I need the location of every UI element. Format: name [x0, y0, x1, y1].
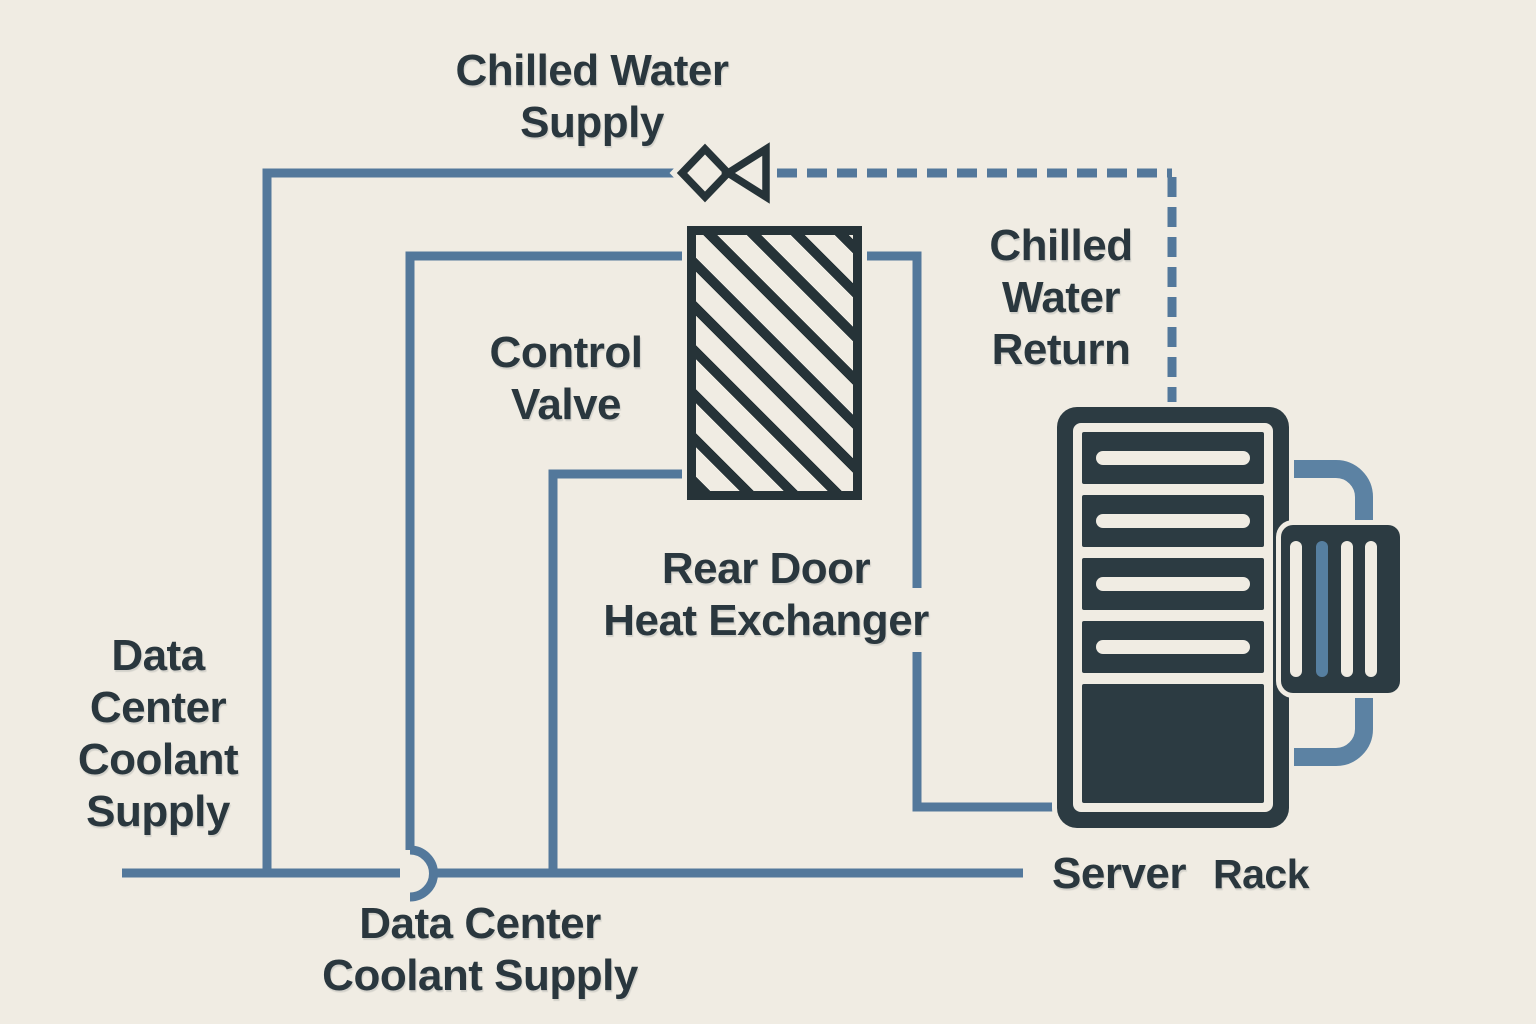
label-line: Water	[1001, 273, 1121, 322]
server-unit-blank	[1082, 684, 1264, 803]
label-control-valve: Control Valve	[416, 327, 716, 431]
chilled-water-supply-pipe	[262, 168, 684, 873]
label-line: Chilled Water	[455, 46, 729, 95]
grille-slot	[1341, 541, 1353, 677]
label-word-rack: Rack	[1213, 851, 1310, 897]
server-unit-slot	[1095, 577, 1251, 591]
control-valve-loop-pipe	[405, 251, 1080, 850]
server-unit	[1082, 432, 1264, 484]
label-line: Center	[89, 683, 227, 732]
label-line: Heat Exchanger	[603, 596, 929, 645]
server-unit-slot	[1095, 640, 1251, 654]
label-line: Data Center	[359, 899, 601, 948]
label-line: Return	[991, 325, 1131, 374]
server-unit	[1082, 621, 1264, 673]
server-unit	[1082, 495, 1264, 547]
label-server-rack: Server Rack	[1052, 848, 1310, 900]
label-line: Coolant Supply	[322, 951, 638, 1000]
label-word-server: Server	[1052, 849, 1187, 898]
label-line: Coolant	[77, 735, 239, 784]
heat-exchanger-box	[687, 226, 862, 500]
rack-inner-panel	[1073, 423, 1273, 812]
label-dc-coolant-supply-left: Data Center Coolant Supply	[8, 630, 308, 838]
label-rear-door-heat-exchanger: Rear Door Heat Exchanger	[566, 543, 966, 647]
bowtie-valve-icon	[669, 132, 775, 214]
label-line: Supply	[86, 787, 230, 836]
grille-slot	[1365, 541, 1377, 677]
label-line: Chilled	[989, 221, 1133, 270]
server-unit	[1082, 558, 1264, 610]
label-line: Valve	[510, 380, 622, 429]
label-line: Data	[111, 631, 205, 680]
label-line: Supply	[520, 98, 664, 147]
server-unit-slot	[1095, 451, 1251, 465]
pipe-hop-arc	[409, 845, 438, 902]
label-line: Rear Door	[661, 544, 871, 593]
rear-door-grille-graphic	[1281, 525, 1400, 693]
label-chilled-water-supply: Chilled Water Supply	[392, 45, 792, 149]
server-unit-slot	[1095, 514, 1251, 528]
label-dc-coolant-supply-bottom: Data Center Coolant Supply	[280, 898, 680, 1002]
label-chilled-water-return: Chilled Water Return	[911, 220, 1211, 376]
server-rack-graphic	[1057, 407, 1289, 828]
label-line: Control	[489, 328, 643, 377]
grille-slot-coolant	[1316, 541, 1328, 677]
heat-exchanger-feed-pipe	[548, 469, 692, 873]
grille-slot	[1290, 541, 1302, 677]
